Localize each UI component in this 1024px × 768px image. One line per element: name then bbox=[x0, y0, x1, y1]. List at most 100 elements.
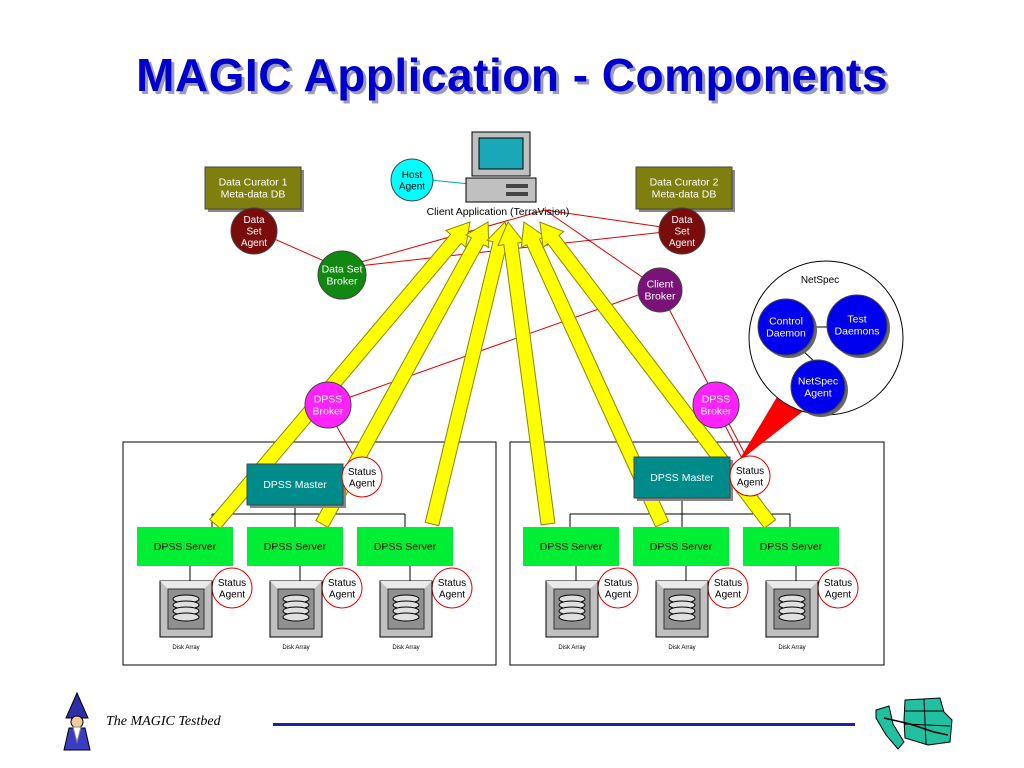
control-daemon-circle bbox=[757, 298, 815, 356]
dpss-broker-right-label: DPSS bbox=[702, 394, 731, 406]
dpss-server: DPSS Server bbox=[743, 527, 839, 566]
dpss-master-right-box bbox=[633, 456, 731, 499]
dpss-master-left-box bbox=[246, 463, 344, 506]
data-set-broker-label: Broker bbox=[327, 276, 358, 288]
host-agent-label: Agent bbox=[399, 181, 425, 192]
host-agent-circle bbox=[390, 158, 434, 202]
dpss-broker-right-label: Broker bbox=[701, 406, 732, 418]
disk-array-label: Disk Array bbox=[172, 645, 199, 651]
test-daemons-circle bbox=[826, 294, 888, 356]
client-application-label: Client Application (TerraVision) bbox=[427, 206, 570, 218]
dpss-master-left-label: DPSS Master bbox=[263, 479, 327, 491]
us-state-map-icon bbox=[875, 697, 953, 750]
map-states bbox=[903, 697, 953, 746]
test-daemons-label: Daemons bbox=[835, 326, 880, 338]
disk-array-bevel bbox=[270, 581, 322, 589]
status-agent-circle bbox=[341, 456, 383, 498]
disk-platter bbox=[392, 612, 420, 622]
client-broker-label: Broker bbox=[645, 291, 676, 303]
data-set-agent-2-label: Agent bbox=[669, 238, 695, 249]
data-curator-1-box bbox=[204, 166, 302, 210]
data-set-agent-1-label: Agent bbox=[241, 238, 267, 249]
disk-array-icon bbox=[379, 580, 433, 638]
dpss-server-label: DPSS Server bbox=[264, 541, 327, 553]
disk-platter bbox=[172, 612, 200, 622]
netspec-title: NetSpec bbox=[801, 275, 839, 286]
disk-array-label: Disk Array bbox=[778, 645, 805, 651]
dpss-server: DPSS Server bbox=[357, 527, 453, 566]
footer-divider bbox=[273, 723, 855, 726]
drive-slot bbox=[506, 192, 528, 196]
status-agent-label: Agent bbox=[737, 477, 763, 488]
host-agent-label: Host bbox=[402, 170, 423, 181]
wizard-face bbox=[70, 715, 84, 729]
map-california bbox=[875, 705, 905, 750]
dpss-server: DPSS Server bbox=[137, 527, 233, 566]
dpss-server: DPSS Server bbox=[633, 527, 729, 566]
slide-title: MAGIC Application - Components bbox=[136, 49, 888, 101]
status-agent-label: Status bbox=[824, 578, 852, 589]
dpss-cluster-left-frame bbox=[122, 441, 497, 666]
data-set-agent-2-label: Set bbox=[674, 227, 689, 238]
dpss-server-box bbox=[357, 527, 453, 566]
disk-array-label: Disk Array bbox=[392, 645, 419, 651]
disk-platter bbox=[282, 612, 310, 622]
disk-platter bbox=[668, 612, 696, 622]
disk-array-bevel bbox=[656, 581, 708, 589]
status-agent-label: Status bbox=[218, 578, 246, 589]
dpss-master-left: DPSS Master bbox=[246, 463, 346, 508]
status-agent-label: Status bbox=[604, 578, 632, 589]
disk-array-icon bbox=[655, 580, 709, 638]
dpss-broker-left-label: Broker bbox=[313, 406, 344, 418]
netspec-agent-circle bbox=[790, 359, 846, 415]
dpss-broker-left-circle bbox=[304, 381, 352, 429]
status-agent-label: Agent bbox=[439, 589, 465, 600]
data-curator-1-label: Meta-data DB bbox=[221, 189, 286, 201]
netspec-agent-label: Agent bbox=[804, 388, 832, 400]
disk-platter bbox=[778, 612, 806, 622]
disk-array-bevel bbox=[160, 581, 212, 589]
computer-base bbox=[465, 177, 537, 203]
disk-array-label: Disk Array bbox=[282, 645, 309, 651]
status-agent-label: Agent bbox=[605, 589, 631, 600]
map-network-route bbox=[883, 717, 949, 736]
data-set-broker-circle bbox=[317, 250, 367, 300]
dpss-server-label: DPSS Server bbox=[650, 541, 713, 553]
disk-array-icon bbox=[545, 580, 599, 638]
footer-label: The MAGIC Testbed bbox=[106, 714, 221, 729]
disk-array-icon bbox=[159, 580, 213, 638]
dpss-master-right-label: DPSS Master bbox=[650, 472, 714, 484]
map-state-border bbox=[923, 698, 927, 745]
disk-platter bbox=[558, 612, 586, 622]
data-set-agent-2-circle bbox=[658, 207, 706, 255]
status-agent-label: Agent bbox=[329, 589, 355, 600]
status-agent-label: Agent bbox=[349, 478, 375, 489]
desktop-computer-icon bbox=[465, 131, 537, 203]
disk-array-icon bbox=[765, 580, 819, 638]
data-set-agent-1-label: Set bbox=[246, 227, 261, 238]
status-agent-label: Agent bbox=[219, 589, 245, 600]
data-curator-2-box bbox=[635, 166, 733, 210]
data-flow-arrow bbox=[497, 221, 556, 526]
status-agent-label: Agent bbox=[715, 589, 741, 600]
dpss-cluster-right-frame bbox=[509, 441, 885, 666]
data-set-agent-1-label: Data bbox=[243, 215, 265, 226]
wizard-hat bbox=[65, 691, 89, 719]
data-set-agent-2-label: Data bbox=[671, 215, 693, 226]
disk-array-label: Disk Array bbox=[668, 645, 695, 651]
